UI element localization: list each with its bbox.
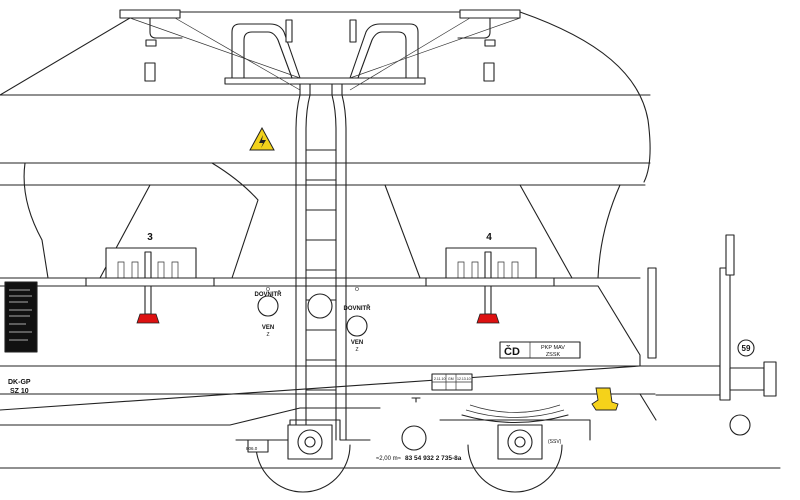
bogie-left: 806.0 xyxy=(235,419,371,493)
leaf-spring xyxy=(461,414,569,423)
wagon-number: 83 54 932 2 735-8a xyxy=(405,455,462,462)
wheel-right-arc xyxy=(467,444,563,493)
wheel-left-arc xyxy=(255,444,351,493)
dimension-note: ≈2,00 m≈ xyxy=(376,456,402,462)
svg-text:GM: GM xyxy=(448,377,454,381)
right-hopper-slope xyxy=(597,184,621,279)
hopper-4-slope-left xyxy=(384,184,421,279)
marking-line-2: SZ 10 xyxy=(10,388,29,395)
lift-mark-icon xyxy=(411,397,421,403)
left-hopper-slope xyxy=(23,162,49,279)
svg-text:VEN: VEN xyxy=(262,325,274,331)
svg-text:Z: Z xyxy=(266,332,269,338)
badge-number: 59 xyxy=(742,344,751,353)
underframe: DK-GP SZ 10 xyxy=(0,277,721,426)
ladder-rail-right xyxy=(341,83,347,441)
roof-hatch-left xyxy=(119,9,181,19)
hopper-3-slope-right xyxy=(211,162,259,279)
ladder-rail-left-inner xyxy=(305,83,311,441)
hopper-roof-outline xyxy=(0,11,651,183)
roof-hatch-right xyxy=(459,9,521,19)
brake-wheel xyxy=(729,414,751,436)
svg-text:806.0: 806.0 xyxy=(246,446,258,451)
ladder-rail-left xyxy=(295,83,301,441)
buffer-beam xyxy=(719,267,731,401)
railing-right-inner xyxy=(357,31,407,79)
rope-line-1 xyxy=(129,17,301,79)
diagonal-brace xyxy=(0,365,641,411)
svg-text:Z: Z xyxy=(355,347,358,353)
valve-disc xyxy=(346,315,368,337)
walkway-plate xyxy=(224,77,426,85)
railing-right-loop xyxy=(349,23,419,79)
coupler-hook xyxy=(591,387,619,411)
electric-warning-icon xyxy=(249,126,275,151)
svg-text:DOVNITŘ: DOVNITŘ xyxy=(344,304,372,312)
svg-text:VEN: VEN xyxy=(351,340,363,346)
svg-text:(SSV): (SSV) xyxy=(548,439,562,445)
ladder-rail-right-inner xyxy=(331,83,337,441)
vent-pipe-right xyxy=(457,17,491,39)
ladder-rungs xyxy=(305,149,337,421)
valve-disc-right: O DOVNITŘ VEN Z xyxy=(344,287,372,353)
vent-pipe-left xyxy=(149,17,183,39)
railing-post-left xyxy=(285,19,293,43)
rope-line-3 xyxy=(349,17,521,79)
buffer-post xyxy=(725,234,735,276)
hopper-number-3: 3 xyxy=(147,232,153,243)
end-brace xyxy=(639,393,657,421)
svg-text:ZSSK: ZSSK xyxy=(546,352,561,358)
owner-plate: ČD PKP MAV ZSSK xyxy=(499,341,581,359)
svg-text:12.13.10: 12.13.10 xyxy=(457,377,471,381)
end-beam xyxy=(655,365,721,396)
buffer-assembly: 59 xyxy=(591,234,777,436)
rope-line-2 xyxy=(174,17,301,91)
svg-text:O: O xyxy=(355,287,359,293)
bogie-right: (SSV) xyxy=(439,404,591,493)
hopper-4-slope-right xyxy=(519,184,573,279)
vent-cap-right xyxy=(484,39,496,47)
vent-cap-left xyxy=(145,39,157,47)
svg-text:O: O xyxy=(266,287,270,293)
vent-box-right xyxy=(483,62,495,82)
rope-line-4 xyxy=(349,17,471,91)
owner-mark: ČD xyxy=(504,345,520,358)
center-valve-disc xyxy=(307,293,333,319)
valve-disc xyxy=(257,295,279,317)
buffer-head xyxy=(763,361,777,397)
body-bottom-contour xyxy=(0,285,641,367)
revision-grid-icon: GM 12.13.10 2.11.10 xyxy=(431,373,473,391)
info-plate xyxy=(4,281,38,353)
svg-text:PKP MAV: PKP MAV xyxy=(541,345,565,351)
svg-text:2.11.10: 2.11.10 xyxy=(434,377,445,381)
vent-box-left xyxy=(144,62,156,82)
lower-frame-contour xyxy=(0,407,381,426)
end-handrail xyxy=(647,267,657,359)
discharge-valve-4 xyxy=(476,313,500,324)
svg-text:DOVNITŘ: DOVNITŘ xyxy=(255,290,283,298)
buffer-housing xyxy=(729,367,765,391)
valve-disc-left: O DOVNITŘ VEN Z xyxy=(255,287,283,338)
marking-line-1: DK-GP xyxy=(8,379,31,386)
discharge-valve-3 xyxy=(136,313,160,324)
mount-plate-3 xyxy=(85,277,215,287)
railing-left-inner xyxy=(243,31,293,79)
badge-circle xyxy=(737,339,755,357)
hopper-body xyxy=(0,11,651,279)
railing-left-loop xyxy=(231,23,301,79)
mount-plate-4 xyxy=(425,277,555,287)
roof-hatches xyxy=(119,9,521,82)
railing-post-right xyxy=(349,19,357,43)
brake-drum xyxy=(401,425,427,451)
hopper-number-4: 4 xyxy=(486,232,492,243)
roof-walkway xyxy=(129,17,521,91)
